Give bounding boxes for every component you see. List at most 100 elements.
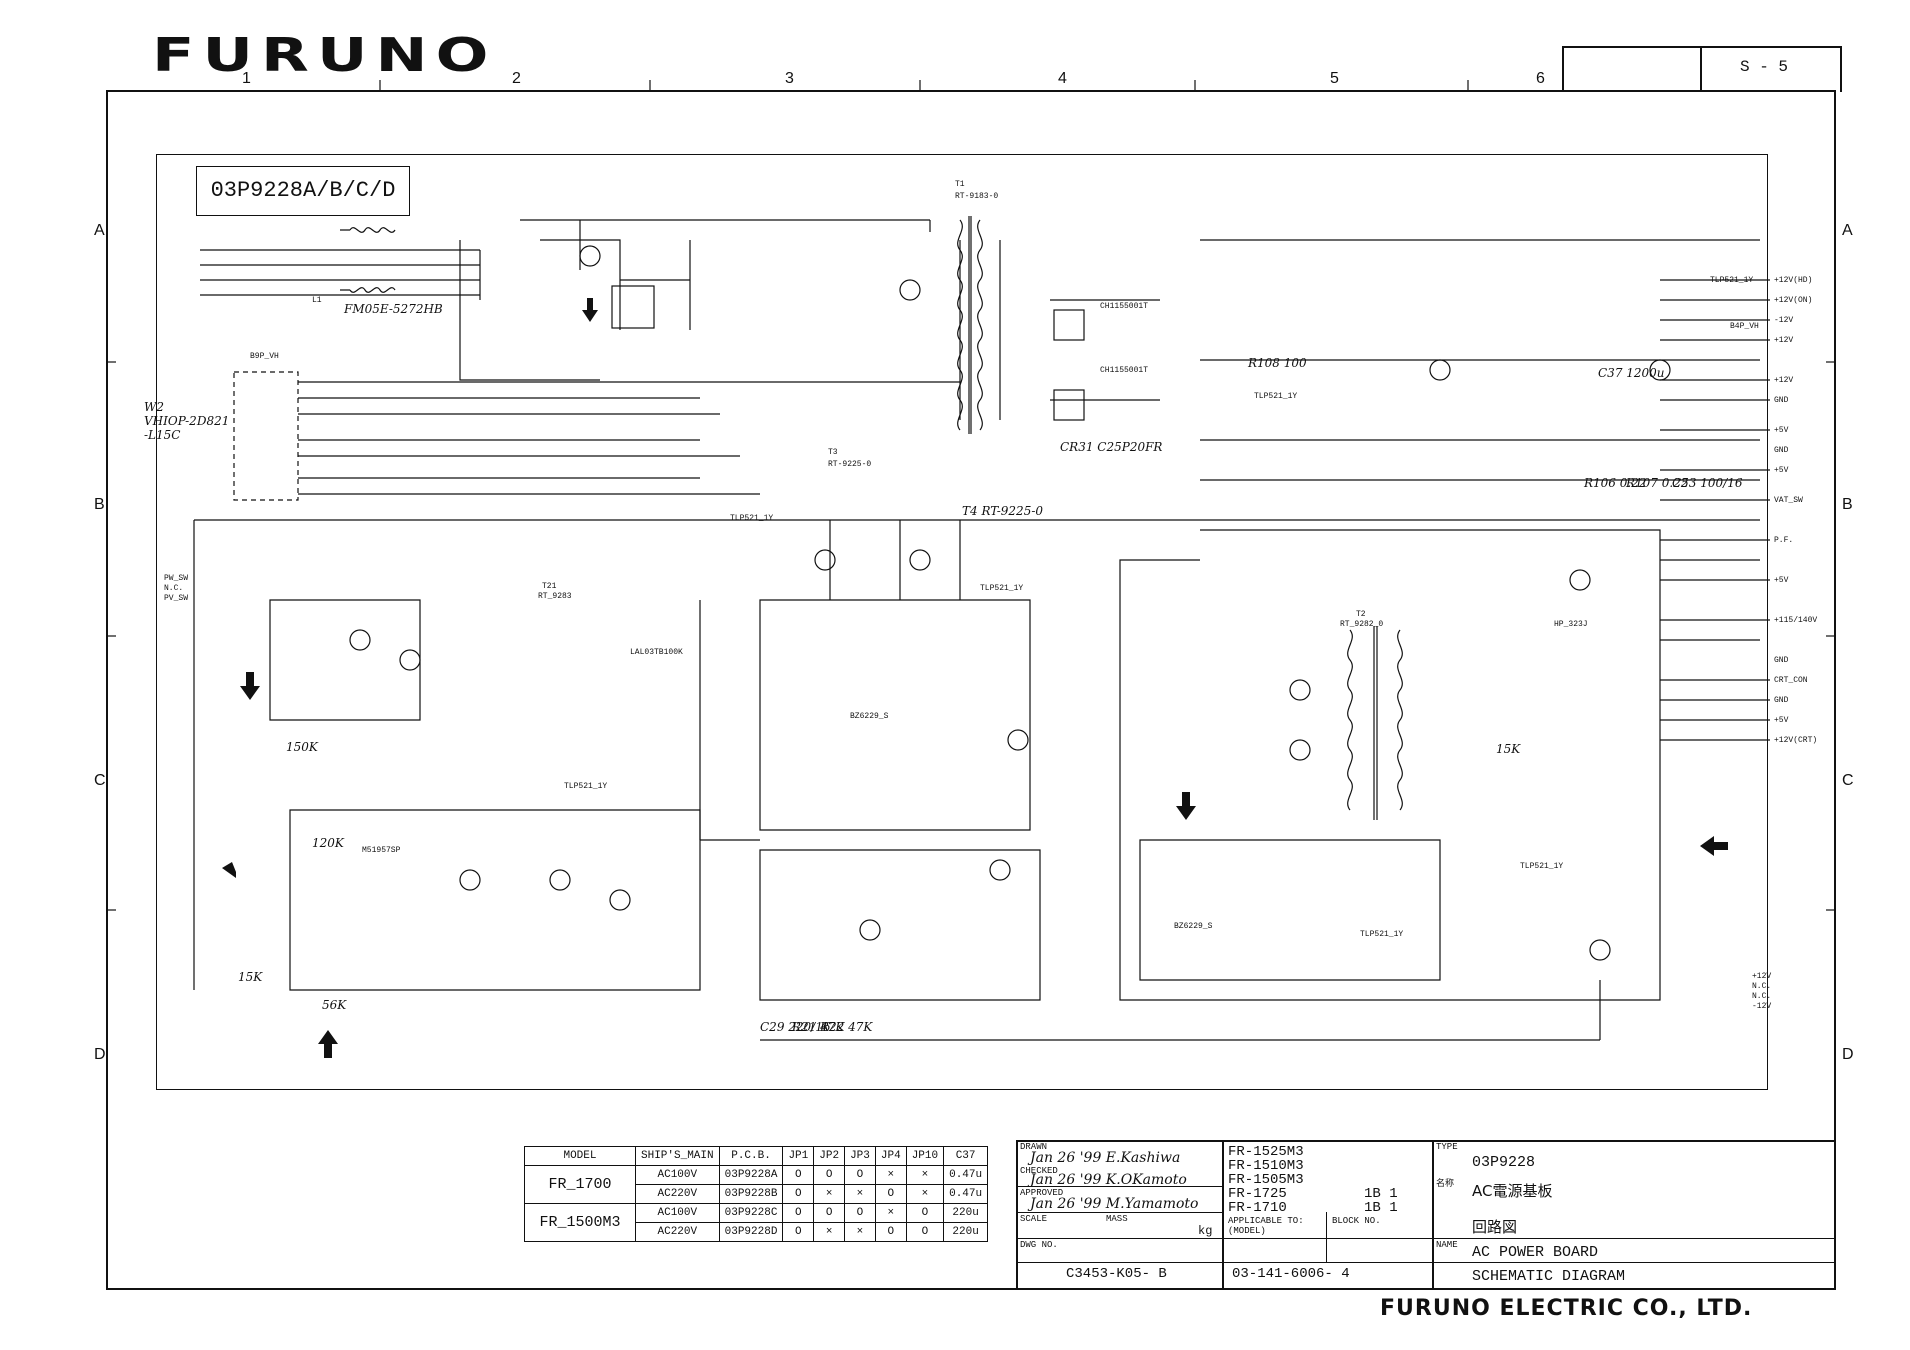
l40-part: HP_323J: [1554, 620, 1588, 629]
column-label-3: 3: [785, 70, 794, 87]
out-2: -12V: [1774, 316, 1794, 325]
jp2-cell: O: [813, 1165, 846, 1185]
r107-handwritten: R107 0.22: [1626, 476, 1689, 490]
jp10-cell: ×: [905, 1184, 945, 1204]
column-label-1: 1: [242, 70, 251, 87]
out-4: +12V: [1774, 376, 1794, 385]
l2-part: LAL03TB100K: [630, 648, 683, 657]
name-label: NAME: [1436, 1240, 1458, 1250]
u11-part: TLP521_1Y: [1520, 862, 1564, 871]
jp10-cell: O: [905, 1203, 945, 1223]
table-row: AC220V 03P9228D O × × O O 220u: [525, 1222, 989, 1242]
r21-handwritten: R21 47K: [792, 1020, 845, 1034]
u1-part: M51957SP: [362, 846, 401, 855]
jp1-cell: O: [782, 1203, 815, 1223]
j6-pin3: N.C.: [1752, 992, 1772, 1001]
col-jp3: JP3: [844, 1146, 876, 1166]
r106-handwritten: R106 0.22: [1584, 476, 1647, 490]
r84-handwritten: 15K: [238, 970, 263, 984]
applicable-label: APPLICABLE TO: (MODEL): [1228, 1216, 1304, 1236]
schematic-area: [156, 154, 1768, 1090]
l31-part: CH1155001T: [1100, 366, 1149, 375]
name-en2-value: SCHEMATIC DIAGRAM: [1472, 1268, 1626, 1285]
r55-handwritten: 15K: [1496, 742, 1521, 756]
drawn-value: Jan 26 '99 E.Kashiwa: [1030, 1150, 1181, 1166]
out-16: +5V: [1774, 716, 1789, 725]
j6-pin4: -12V: [1752, 1002, 1772, 1011]
col-pcb: P.C.B.: [718, 1146, 784, 1166]
jp2-cell: ×: [813, 1184, 846, 1204]
row-label-b: B: [94, 496, 105, 513]
pcb-cell: 03P9228A: [718, 1165, 784, 1185]
model-2: FR-1510M3: [1228, 1158, 1304, 1174]
l32-part: CH1155001T: [1100, 302, 1149, 311]
checked-label: CHECKED: [1020, 1166, 1058, 1176]
t3-ref: T3: [828, 448, 838, 457]
jp10-cell: ×: [905, 1165, 945, 1185]
j2-part: B4P_VH: [1730, 322, 1759, 331]
out-3: +12V: [1774, 336, 1794, 345]
model-table-header: MODEL SHIP'S_MAIN P.C.B. JP1 JP2 JP3 JP4…: [524, 1146, 989, 1166]
c37-cell: 0.47u: [943, 1184, 989, 1204]
r81-handwritten: 150K: [286, 740, 318, 754]
approved-value: Jan 26 '99 M.Yamamoto: [1030, 1196, 1199, 1212]
out-1: +12V(ON): [1774, 296, 1813, 305]
col-c37: C37: [943, 1146, 989, 1166]
model-cell: FR_1500M3: [524, 1203, 636, 1242]
out-10: P.F.: [1774, 536, 1794, 545]
pcb-cell: 03P9228B: [718, 1184, 784, 1204]
jp2-cell: O: [813, 1203, 846, 1223]
table-row: AC220V 03P9228B O × × O × 0.47u: [525, 1184, 989, 1204]
column-label-6: 6: [1536, 70, 1545, 87]
c53-handwritten: C53 100/16: [1672, 476, 1743, 490]
name-jp2-value: 回路図: [1472, 1218, 1518, 1236]
jp2-cell: ×: [813, 1222, 846, 1242]
model-cell: FR_1700: [524, 1165, 636, 1204]
u5-part: BZ6229_S: [1174, 922, 1213, 931]
jp3-cell: ×: [844, 1222, 876, 1242]
furuno-logo: FURUNO: [152, 28, 497, 82]
jp3-cell: ×: [844, 1184, 876, 1204]
row-label-a-right: A: [1842, 222, 1853, 239]
r22-handwritten: R22 47K: [820, 1020, 873, 1034]
title-block: DRAWN Jan 26 '99 E.Kashiwa CHECKED Jan 2…: [1016, 1140, 1836, 1290]
j5-pin1: PW_SW: [164, 574, 189, 583]
drawn-label: DRAWN: [1020, 1142, 1048, 1152]
dwg-no-value: C3453-K05- B: [1066, 1266, 1167, 1282]
company-name: FURUNO ELECTRIC CO., LTD.: [1380, 1296, 1753, 1321]
l1-handwritten: FM05E-5272HB: [344, 302, 443, 316]
mass-label: MASS: [1106, 1214, 1128, 1224]
model-table: MODEL SHIP'S_MAIN P.C.B. JP1 JP2 JP3 JP4…: [524, 1146, 989, 1242]
c37-cell: 220u: [943, 1203, 989, 1223]
main-cell: AC100V: [635, 1203, 720, 1223]
j7-part: B9P_VH: [250, 352, 279, 361]
column-label-2: 2: [512, 70, 521, 87]
t1-ref: T1: [955, 180, 965, 189]
c37-cell: 220u: [943, 1222, 989, 1242]
pcb-cell: 03P9228D: [718, 1222, 784, 1242]
u8-part: TLP521_1Y: [564, 782, 608, 791]
out-12: +115/140V: [1774, 616, 1818, 625]
row-label-d-right: D: [1842, 1046, 1854, 1063]
col-jp2: JP2: [813, 1146, 846, 1166]
l1-ref: L1: [312, 296, 322, 305]
block-5: 1B 1: [1364, 1200, 1398, 1216]
t3-part: RT-9225-0: [828, 460, 872, 469]
w2-handwritten: W2 VHIOP-2D821 -L15C: [144, 400, 230, 442]
out-17: +12V(CRT): [1774, 736, 1818, 745]
dwg-no-label: DWG NO.: [1020, 1240, 1058, 1250]
jp1-cell: O: [782, 1165, 815, 1185]
out-14: CRT_CON: [1774, 676, 1808, 685]
out-11: +5V: [1774, 576, 1789, 585]
jp10-cell: O: [905, 1222, 945, 1242]
j6-pin1: +12V: [1752, 972, 1772, 981]
row-label-b-right: B: [1842, 496, 1853, 513]
out-0: +12V(HD): [1774, 276, 1813, 285]
t21-part: RT_9283: [538, 592, 572, 601]
jp1-cell: O: [782, 1184, 815, 1204]
jp1-cell: O: [782, 1222, 815, 1242]
u14-part: TLP521_1Y: [1710, 276, 1754, 285]
name-en-value: AC POWER BOARD: [1472, 1244, 1599, 1261]
r56-handwritten: 56K: [322, 998, 347, 1012]
out-6: +5V: [1774, 426, 1789, 435]
